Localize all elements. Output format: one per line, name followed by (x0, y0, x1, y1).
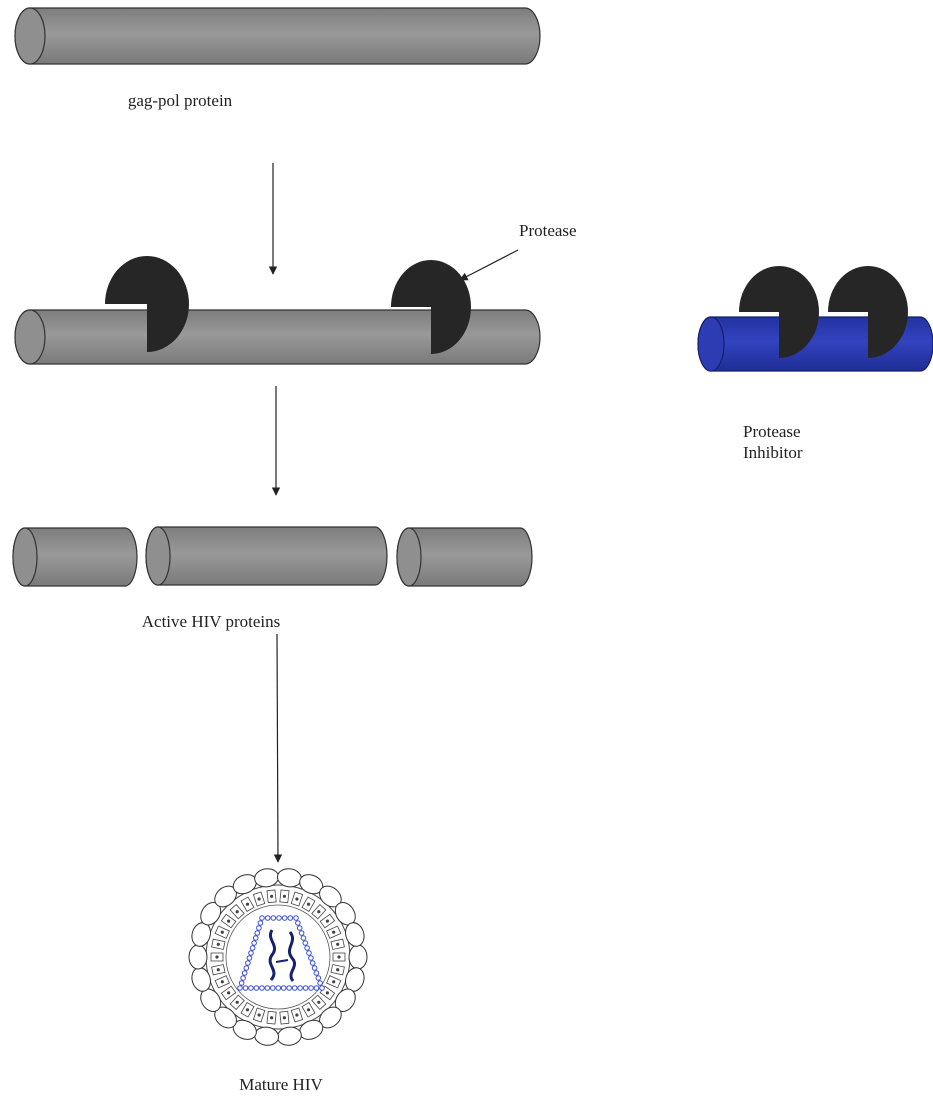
gag-pol-cylinder (14, 7, 541, 65)
protease-label: Protease (519, 221, 577, 240)
active-hiv-label: Active HIV proteins (142, 612, 281, 631)
protease-left (105, 256, 189, 352)
arrow-3 (273, 633, 283, 863)
gag-pol-with-protease (14, 256, 541, 365)
inhibitor-protease-right (828, 266, 908, 358)
mature-hiv-virion (188, 868, 368, 1046)
active-protein-3 (396, 527, 533, 587)
protease-inhibitor-complex (697, 266, 933, 372)
active-protein-2 (145, 526, 388, 586)
protease-right (391, 260, 471, 354)
inhibitor-protease-left (739, 266, 819, 358)
active-protein-1 (12, 527, 138, 587)
gag-pol-label: gag-pol protein (128, 91, 233, 110)
mature-hiv-label: Mature HIV (239, 1075, 323, 1094)
protease-pointer-arrow (459, 249, 519, 281)
inhibitor-label-line1: Protease (743, 422, 801, 441)
inhibitor-label-line2: Inhibitor (743, 443, 803, 462)
